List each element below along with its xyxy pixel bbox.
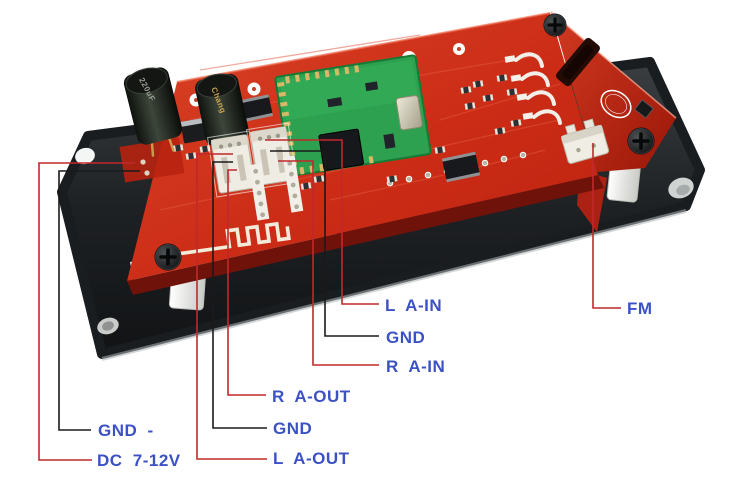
pcb-top-edge-highlight (176, 12, 551, 83)
power-pad-dot (144, 170, 150, 176)
pin-label-l-a-out: L A-OUT (273, 449, 350, 468)
pin-label-r-a-out: R A-OUT (272, 387, 351, 406)
smd-components (166, 74, 522, 190)
audio-out-connector (206, 130, 260, 198)
leader-line-r-a-in (278, 160, 379, 366)
annotations: L A-IN GND R A-IN FM R A-OUT GND L A-OUT… (38, 139, 653, 470)
screw-bottom-left (154, 243, 182, 271)
screw-right (627, 127, 655, 155)
screw-top (543, 13, 567, 37)
module-smd (327, 97, 343, 108)
module-smd (365, 81, 379, 92)
header-pad-strip (248, 163, 270, 221)
wire-pads (504, 55, 534, 120)
leader-line-gnd-minus (58, 170, 140, 431)
sop8-chip-right (441, 151, 481, 183)
capacitor-1: 220uF (123, 67, 183, 157)
bracket-edge-reflection (101, 209, 687, 361)
bracket-screw-head (102, 321, 114, 331)
module-smd (383, 133, 396, 149)
leader-line-dc-7-12v (38, 162, 135, 461)
leader-line-gnd-out (212, 161, 267, 429)
bracket-hole-shading (676, 184, 690, 196)
pin-label-fm: FM (627, 299, 653, 318)
bent-wire-pins (514, 52, 562, 125)
capacitor-2: Chang (195, 73, 249, 159)
pin-label-gnd-out: GND (273, 419, 312, 438)
mini-usb-port (634, 99, 654, 119)
pcb-front-edge (127, 175, 604, 295)
fm-antenna-connector (560, 118, 610, 164)
pin-label-l-a-in: L A-IN (385, 296, 442, 315)
leader-line-r-a-out (227, 169, 266, 396)
module-crystal (395, 95, 423, 131)
usb-port-slot (556, 37, 600, 87)
power-pad-dot (140, 159, 146, 165)
leader-line-l-a-out (196, 153, 267, 460)
leader-line-l-a-in (265, 139, 379, 305)
qc-stamp (600, 89, 632, 119)
pin-label-r-a-in: R A-IN (386, 357, 445, 376)
pin-label-gnd-in: GND (386, 328, 425, 347)
sop8-chip-left (241, 94, 273, 122)
pin-label-gnd-minus: GND - (98, 421, 154, 440)
pin-label-dc-7-12v: DC 7-12V (97, 451, 181, 470)
header-pad-strip (282, 155, 304, 213)
antenna-trace (173, 221, 291, 257)
pcb-board: 220uF Chang (119, 12, 598, 281)
bracket-hole-top-left (75, 147, 95, 165)
bluetooth-module (274, 54, 432, 177)
leader-line-gnd-in (270, 150, 379, 337)
rear-panel-edge-highlight (550, 11, 677, 119)
leader-line-fm (592, 143, 621, 309)
